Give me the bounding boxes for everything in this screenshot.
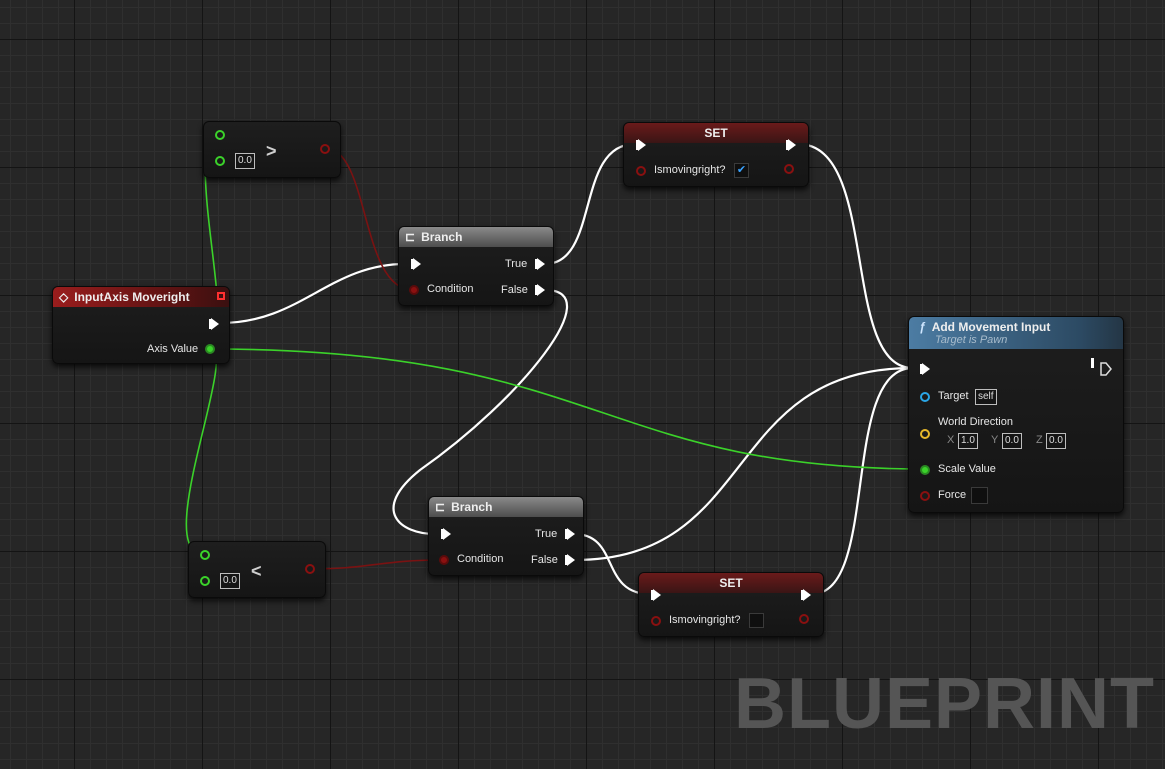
add-movement-exec-out-pin[interactable] <box>1091 358 1108 373</box>
bool-wire-less-to-branch2 <box>309 559 444 570</box>
branch-bottom-true-label: True <box>535 528 558 540</box>
exec-out-hollow-icon <box>1100 362 1112 376</box>
input-axis-event-node[interactable]: ◇ InputAxis Moveright Axis Value <box>52 286 230 364</box>
z-label: Z <box>1036 434 1043 446</box>
branch-node-top[interactable]: ⊏ Branch True Condition False <box>398 226 554 306</box>
force-checkbox[interactable] <box>971 487 988 504</box>
greater-output-pin[interactable] <box>320 144 330 154</box>
branch-icon: ⊏ <box>405 230 416 244</box>
branch-bottom-exec-in-pin[interactable] <box>441 528 451 540</box>
target-label: Target <box>938 390 969 402</box>
force-pin[interactable] <box>920 491 930 501</box>
set-bottom-value-pin[interactable] <box>651 616 661 626</box>
exec-wire-branch-false-to-branch2 <box>392 288 568 536</box>
set-top-var-label: Ismovingright? <box>654 164 726 176</box>
branch-top-condition-pin[interactable] <box>409 285 419 295</box>
less-than-node[interactable]: 0.0 < <box>188 541 326 598</box>
event-exec-out-pin[interactable] <box>209 318 219 330</box>
greater-value-field[interactable]: 0.0 <box>235 153 255 169</box>
branch-bottom-header[interactable]: ⊏ Branch <box>429 497 583 517</box>
y-value-field[interactable]: 0.0 <box>1002 433 1022 449</box>
exec-wire-event-to-branch <box>220 262 406 325</box>
greater-input-b-pin[interactable] <box>215 156 225 166</box>
branch-bottom-true-pin[interactable] <box>565 528 575 540</box>
axis-value-pin[interactable] <box>205 344 215 354</box>
branch-node-bottom[interactable]: ⊏ Branch True Condition False <box>428 496 584 576</box>
set-bottom-output-pin[interactable] <box>799 614 809 624</box>
exec-wire-set-bottom-to-add <box>811 366 914 596</box>
branch-top-condition-label: Condition <box>427 283 474 295</box>
set-top-exec-out-pin[interactable] <box>786 139 796 151</box>
event-node-header[interactable]: ◇ InputAxis Moveright <box>53 287 229 307</box>
branch-top-true-pin[interactable] <box>535 258 545 270</box>
set-bottom-title: SET <box>719 576 743 590</box>
set-bottom-header[interactable]: SET <box>639 573 823 593</box>
less-input-b-pin[interactable] <box>200 576 210 586</box>
set-top-exec-in-pin[interactable] <box>636 139 646 151</box>
set-bottom-exec-out-pin[interactable] <box>801 589 811 601</box>
branch-top-header[interactable]: ⊏ Branch <box>399 227 553 247</box>
branch-bottom-false-pin[interactable] <box>565 554 575 566</box>
branch-bottom-condition-pin[interactable] <box>439 555 449 565</box>
x-value-field[interactable]: 1.0 <box>958 433 978 449</box>
set-bottom-exec-in-pin[interactable] <box>651 589 661 601</box>
set-top-title: SET <box>704 126 728 140</box>
scale-value-pin[interactable] <box>920 465 930 475</box>
set-node-bottom[interactable]: SET Ismovingright? <box>638 572 824 637</box>
less-output-pin[interactable] <box>305 564 315 574</box>
branch-top-false-label: False <box>501 284 528 296</box>
float-wire-axis-to-scale <box>209 348 925 470</box>
branch-icon: ⊏ <box>435 500 446 514</box>
add-movement-header[interactable]: ƒ Add Movement Input Target is Pawn <box>909 317 1123 349</box>
branch-top-title: Branch <box>421 230 463 244</box>
event-node-title: InputAxis Moveright <box>74 290 190 304</box>
target-pin[interactable] <box>920 392 930 402</box>
branch-bottom-false-label: False <box>531 554 558 566</box>
set-top-value-pin[interactable] <box>636 166 646 176</box>
less-operator-label: < <box>251 561 262 581</box>
greater-operator-label: > <box>266 141 277 161</box>
blueprint-watermark: BLUEPRINT <box>734 664 1155 744</box>
world-direction-pin[interactable] <box>920 429 930 439</box>
set-top-header[interactable]: SET <box>624 123 808 143</box>
add-movement-subtitle: Target is Pawn <box>935 334 1008 346</box>
exec-wire-branch2-false-to-add <box>573 366 914 562</box>
y-label: Y <box>991 434 999 446</box>
add-movement-input-node[interactable]: ƒ Add Movement Input Target is Pawn Targ… <box>908 316 1124 513</box>
less-value-field[interactable]: 0.0 <box>220 573 240 589</box>
scale-value-label: Scale Value <box>938 463 996 475</box>
event-close-icon[interactable] <box>217 292 225 300</box>
branch-top-exec-in-pin[interactable] <box>411 258 421 270</box>
set-bottom-var-label: Ismovingright? <box>669 614 741 626</box>
target-value-field[interactable]: self <box>975 389 997 405</box>
set-top-checkbox[interactable]: ✔ <box>734 163 749 178</box>
branch-top-false-pin[interactable] <box>535 284 545 296</box>
event-diamond-icon: ◇ <box>59 290 69 304</box>
exec-wire-set-top-to-add <box>797 142 914 370</box>
set-bottom-checkbox[interactable] <box>749 613 764 628</box>
world-direction-label: World Direction <box>938 416 1013 428</box>
x-label: X <box>947 434 955 446</box>
branch-bottom-title: Branch <box>451 500 493 514</box>
add-movement-exec-in-pin[interactable] <box>920 363 930 375</box>
branch-top-true-label: True <box>505 258 528 270</box>
set-top-output-pin[interactable] <box>784 164 794 174</box>
force-label: Force <box>938 489 967 501</box>
axis-value-label: Axis Value <box>147 343 199 355</box>
less-input-a-pin[interactable] <box>200 550 210 560</box>
float-wire-axis-to-less <box>185 348 218 555</box>
set-node-top[interactable]: SET Ismovingright? ✔ <box>623 122 809 187</box>
branch-bottom-condition-label: Condition <box>457 553 504 565</box>
z-value-field[interactable]: 0.0 <box>1046 433 1066 449</box>
greater-than-node[interactable]: 0.0 > <box>203 121 341 178</box>
add-movement-title: Add Movement Input <box>931 320 1051 334</box>
exec-wire-branch2-true-to-set <box>573 532 651 596</box>
function-f-icon: ƒ <box>919 320 926 334</box>
exec-wire-branch-true-to-set <box>544 142 636 266</box>
greater-input-a-pin[interactable] <box>215 130 225 140</box>
